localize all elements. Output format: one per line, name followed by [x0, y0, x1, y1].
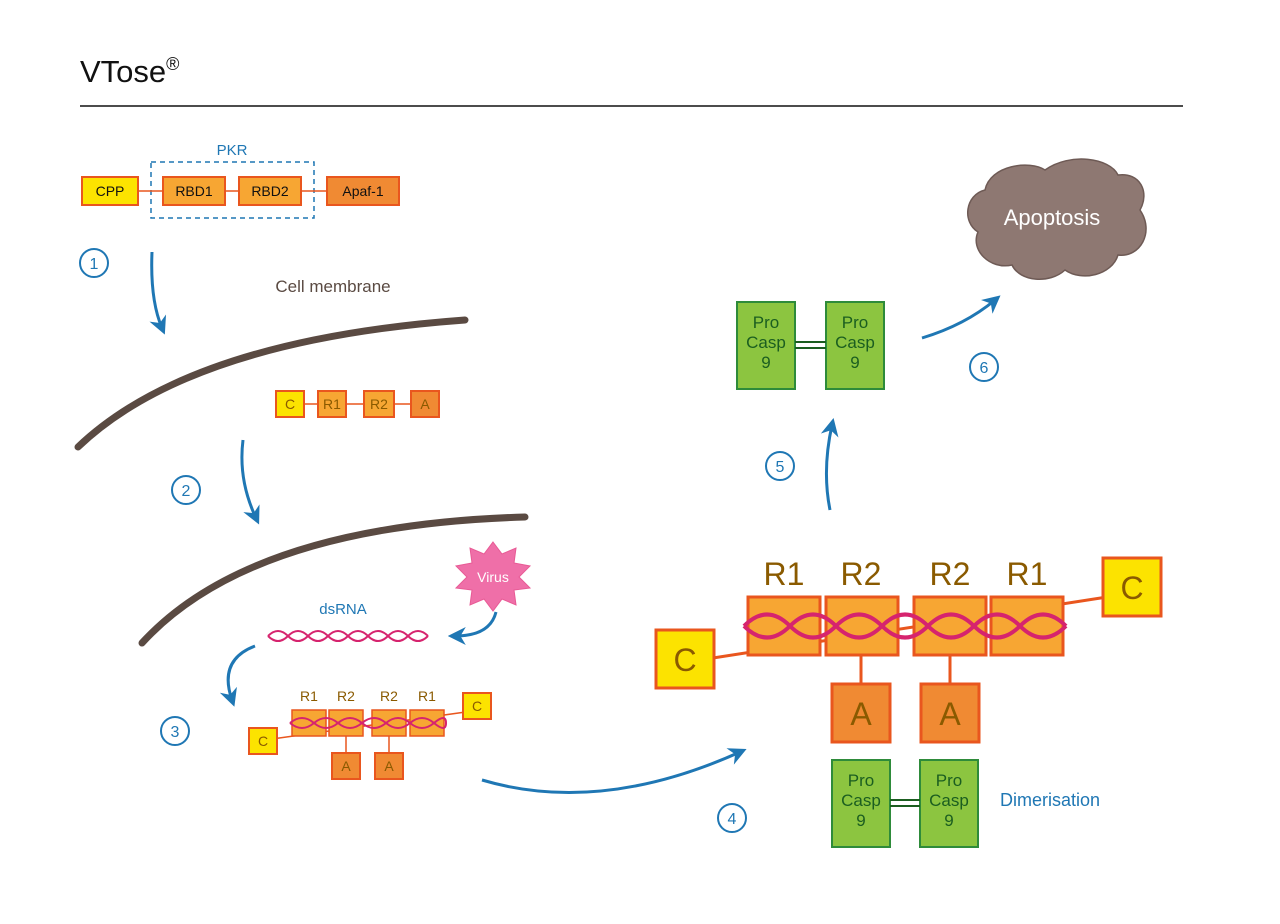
- arrow-step-5: [820, 417, 839, 511]
- construct-diagram: PKR CPP RBD1 RBD2 Apaf-1: [81, 142, 400, 219]
- svg-text:R1: R1: [323, 396, 341, 412]
- svg-text:C: C: [472, 698, 482, 714]
- svg-text:Casp: Casp: [835, 333, 875, 352]
- domain-cpp: [81, 176, 139, 206]
- svg-text:R1: R1: [418, 688, 436, 704]
- svg-text:9: 9: [761, 353, 770, 372]
- svg-text:9: 9: [856, 811, 865, 830]
- domain-rbd1: [162, 176, 226, 206]
- apoptosis-cell: Apoptosis: [967, 158, 1147, 281]
- dimerisation-label: Dimerisation: [1000, 790, 1100, 810]
- procasp-dimer-bottom: Pro Casp 9 Pro Casp 9: [831, 759, 979, 848]
- svg-text:9: 9: [944, 811, 953, 830]
- dsrna-helix: [267, 630, 429, 642]
- svg-text:A: A: [939, 696, 961, 732]
- svg-text:A: A: [384, 758, 394, 774]
- arrow-step-2: [240, 439, 260, 525]
- virus: Virus: [454, 541, 532, 612]
- svg-text:A: A: [420, 396, 430, 412]
- arrow-step-6: [921, 295, 1001, 340]
- pkr-label: PKR: [217, 142, 248, 159]
- svg-text:Pro: Pro: [848, 771, 874, 790]
- svg-text:C: C: [258, 733, 268, 749]
- arrow-virus: [447, 611, 498, 645]
- svg-text:4: 4: [728, 811, 737, 828]
- svg-text:1: 1: [90, 256, 99, 273]
- svg-text:C: C: [285, 396, 295, 412]
- svg-text:R1: R1: [300, 688, 318, 704]
- svg-text:6: 6: [980, 360, 989, 377]
- step-6: 6: [969, 352, 999, 382]
- step-1: 1: [79, 248, 109, 278]
- svg-text:Casp: Casp: [929, 791, 969, 810]
- svg-text:2: 2: [182, 483, 191, 500]
- domain-cpp-label: CPP: [96, 183, 125, 199]
- arrow-step-4: [481, 748, 747, 794]
- svg-text:9: 9: [850, 353, 859, 372]
- step-3: 3: [160, 716, 190, 746]
- virus-label: Virus: [477, 569, 509, 585]
- svg-text:R2: R2: [930, 556, 971, 592]
- domain-rbd2-label: RBD2: [251, 183, 289, 199]
- svg-text:R1: R1: [764, 556, 805, 592]
- virus-shape: [454, 541, 532, 612]
- svg-text:C: C: [673, 642, 696, 678]
- step-5: 5: [765, 451, 795, 481]
- arrow-dsrna: [219, 644, 256, 707]
- domain-apaf1-label: Apaf-1: [342, 183, 383, 199]
- membrane-label: Cell membrane: [275, 277, 390, 296]
- domain-rbd1-label: RBD1: [175, 183, 213, 199]
- svg-text:3: 3: [171, 724, 180, 741]
- svg-text:5: 5: [776, 459, 785, 476]
- svg-text:R1: R1: [1007, 556, 1048, 592]
- svg-text:R2: R2: [370, 396, 388, 412]
- short-construct: C R1 R2 A: [275, 390, 440, 418]
- svg-text:Pro: Pro: [753, 313, 779, 332]
- svg-text:Casp: Casp: [841, 791, 881, 810]
- domain-apaf1: [326, 176, 400, 206]
- domain-rbd2: [238, 176, 302, 206]
- svg-text:A: A: [341, 758, 351, 774]
- membrane-inner: [138, 513, 529, 647]
- svg-text:A: A: [850, 696, 872, 732]
- svg-text:R2: R2: [337, 688, 355, 704]
- dsrna-label: dsRNA: [319, 601, 367, 618]
- svg-text:Pro: Pro: [842, 313, 868, 332]
- step-2: 2: [171, 475, 201, 505]
- procasp-dimer-top: Pro Casp 9 Pro Casp 9: [736, 301, 885, 390]
- svg-text:R2: R2: [841, 556, 882, 592]
- svg-text:C: C: [1120, 570, 1143, 606]
- svg-text:Pro: Pro: [936, 771, 962, 790]
- svg-text:Casp: Casp: [746, 333, 786, 352]
- apoptosis-label: Apoptosis: [1004, 205, 1101, 230]
- step-4: 4: [717, 803, 747, 833]
- svg-text:R2: R2: [380, 688, 398, 704]
- complex-small: R1 R2 R2 R1 C C A A: [248, 688, 492, 780]
- membrane-outer: [74, 316, 469, 451]
- complex-large: R1 R2 R2 R1 C C A A: [654, 556, 1163, 744]
- page-title: VTose®: [80, 54, 179, 89]
- arrow-step-1: [149, 251, 167, 335]
- pkr-group-box: [150, 161, 315, 219]
